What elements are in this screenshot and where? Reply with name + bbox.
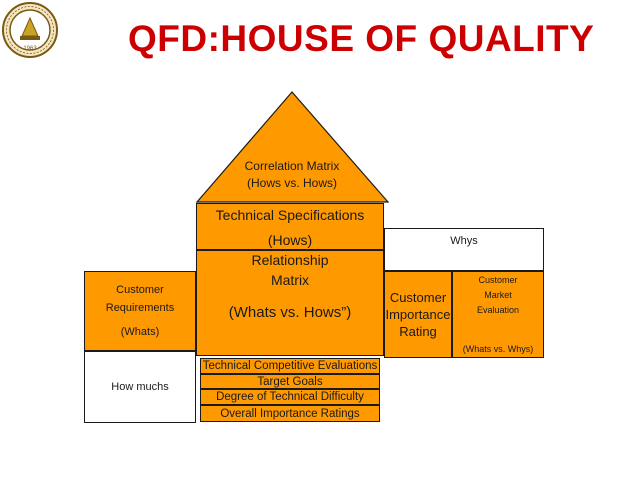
- technical-competitive-evaluations-row: Technical Competitive Evaluations: [200, 358, 380, 374]
- page-title: QFD:HOUSE OF QUALITY: [128, 18, 595, 59]
- how-muchs-box: How muchs: [84, 351, 196, 423]
- cust-req-line1: Customer: [116, 284, 164, 296]
- institution-seal-logo: 1963: [2, 2, 58, 58]
- importance-line1: Customer: [389, 290, 447, 305]
- relationship-line3: (Whats vs. Hows”): [228, 304, 352, 321]
- market-line2: Market: [484, 290, 512, 300]
- overall-importance-ratings-row: Overall Importance Ratings: [200, 405, 380, 422]
- market-line1: Customer: [478, 275, 518, 285]
- whys-label: Whys: [450, 235, 478, 247]
- tech-specs-line1: Technical Specifications: [215, 206, 365, 223]
- customer-market-evaluation-box: Customer Market Evaluation (Whats vs. Wh…: [452, 271, 544, 358]
- roof-line2: (Hows vs. Hows): [246, 176, 337, 190]
- relationship-matrix-box: Relationship Matrix (Whats vs. Hows”): [196, 250, 384, 356]
- customer-importance-rating-box: Customer Importance Rating: [384, 271, 452, 358]
- roof-line1: Correlation Matrix: [244, 159, 340, 173]
- target-goals-row: Target Goals: [200, 374, 380, 389]
- cust-req-line3: (Whats): [120, 326, 160, 338]
- correlation-matrix-label: Correlation Matrix (Hows vs. Hows): [222, 157, 362, 193]
- cust-req-line2: Requirements: [105, 302, 175, 314]
- seal-year: 1963: [23, 46, 37, 52]
- importance-line2: Importance: [385, 307, 451, 322]
- degree-of-technical-difficulty-row: Degree of Technical Difficulty: [200, 389, 380, 405]
- importance-line3: Rating: [399, 324, 437, 339]
- technical-specifications-box: Technical Specifications (Hows): [196, 203, 384, 250]
- customer-requirements-box: Customer Requirements (Whats): [84, 271, 196, 351]
- market-line4: (Whats vs. Whys): [462, 344, 534, 354]
- market-line3: Evaluation: [476, 305, 520, 315]
- whys-box: Whys: [384, 228, 544, 271]
- tech-specs-line2: (Hows): [267, 231, 313, 248]
- roof-triangle: [195, 91, 390, 203]
- how-muchs-label: How muchs: [111, 381, 169, 393]
- relationship-line1: Relationship: [251, 252, 329, 268]
- relationship-line2: Matrix: [270, 272, 310, 288]
